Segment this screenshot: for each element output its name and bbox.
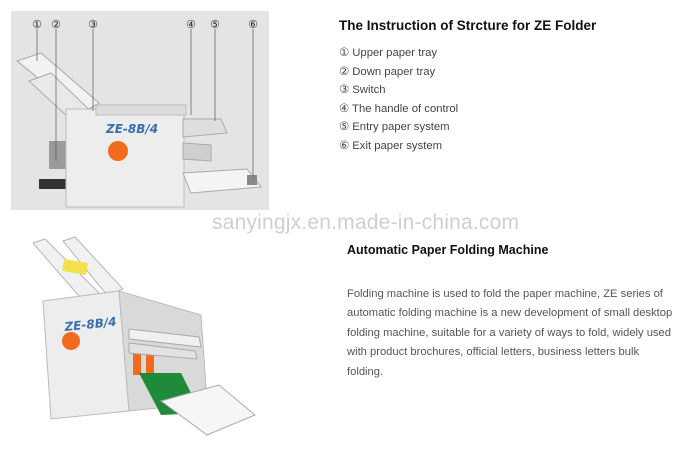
list-item: ⑥ Exit paper system: [339, 139, 443, 152]
machine-body: [42, 290, 130, 420]
marker-3: ③: [88, 18, 98, 31]
exit-paper-tray: [159, 384, 256, 436]
product-title: Automatic Paper Folding Machine: [347, 243, 549, 257]
structure-diagram-image: ZE-8B/4 ① ② ③ ④ ⑤ ⑥: [11, 11, 269, 210]
marker-6: ⑥: [248, 18, 258, 31]
list-item: ⑤ Entry paper system: [339, 121, 450, 134]
marker-2: ②: [51, 18, 61, 31]
list-item: ② Down paper tray: [339, 65, 436, 78]
marker-5: ⑤: [210, 18, 220, 31]
structure-title: The Instruction of Strcture for ZE Folde…: [339, 18, 597, 33]
svg-text:ZE-8B/4: ZE-8B/4: [63, 315, 117, 334]
list-item: ④ The handle of control: [339, 102, 459, 115]
list-item: ① Upper paper tray: [339, 47, 438, 59]
marker-1: ①: [32, 18, 42, 31]
machine-model-label: ZE-8B/4: [105, 122, 158, 136]
exit-paper-tray: [182, 168, 262, 194]
entry-paper-system: [182, 118, 228, 138]
control-knob: [62, 332, 80, 350]
watermark: sanyingjx.en.made-in-china.com: [212, 211, 520, 234]
machine-photo-image: ZE-8B/4: [11, 233, 269, 439]
list-item: ③ Switch: [339, 84, 386, 97]
structure-list: ① Upper paper tray ② Down paper tray ③ S…: [339, 44, 458, 156]
product-description: Folding machine is used to fold the pape…: [347, 288, 673, 378]
marker-4: ④: [186, 18, 196, 31]
control-knob: [108, 141, 128, 161]
